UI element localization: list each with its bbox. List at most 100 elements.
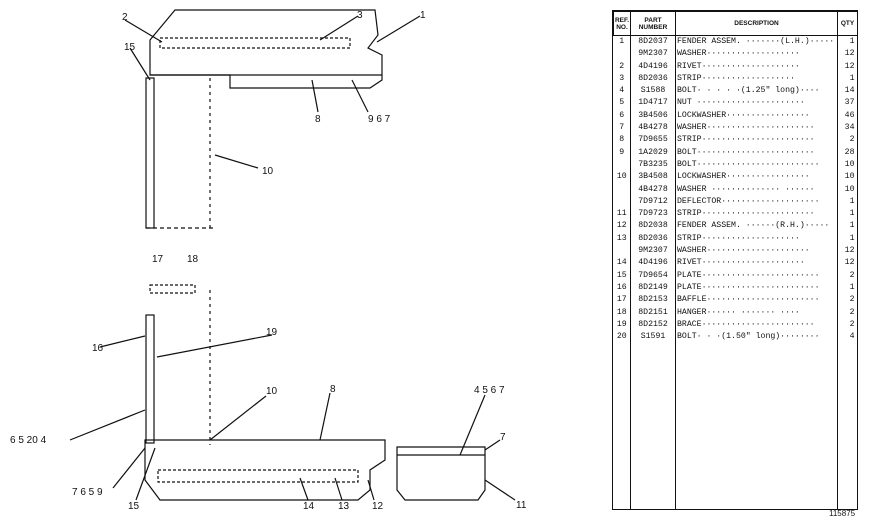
cell-qty: 28	[837, 146, 858, 159]
cell-ref: 17	[613, 294, 631, 307]
cell-desc: LOCKWASHER·················	[677, 110, 810, 120]
callout-19: 19	[266, 327, 278, 338]
header-ref-no: REF. NO.	[613, 11, 631, 36]
cell-ref: 1	[613, 35, 631, 49]
callout-7-6-5-9: 7 6 5 9	[72, 487, 103, 498]
cell-qty: 14	[837, 85, 858, 98]
callout-12: 12	[372, 501, 384, 512]
cell-desc: WASHER·····················	[677, 246, 810, 256]
callout-17: 17	[152, 254, 164, 265]
cell-desc: NUT ······················	[677, 98, 805, 108]
cell-desc: STRIP·······················	[677, 209, 815, 219]
callout-13: 13	[338, 501, 350, 512]
cell-part: 8D2037	[630, 35, 676, 49]
cell-part: 8D2036	[630, 72, 676, 86]
exploded-view-diagram: 1 2 3 15 8 9 6 7 10 17 18 19 16 6 5 20 4…	[10, 9, 527, 512]
cell-qty: 12	[837, 60, 858, 73]
cell-ref: 2	[613, 60, 631, 73]
cell-desc: DEFLECTOR····················	[677, 196, 820, 206]
cell-part: 8D2038	[630, 220, 676, 233]
cell-qty: 2	[837, 318, 858, 332]
cell-part: S1588	[630, 85, 676, 98]
cell-desc: BAFFLE·······················	[677, 295, 820, 305]
cell-ref: 16	[613, 281, 631, 295]
cell-ref: 10	[613, 171, 631, 184]
cell-qty: 4	[837, 331, 858, 344]
cell-qty: 1	[837, 195, 858, 209]
cell-desc: RIVET·····················	[677, 258, 805, 268]
upper-fender-outline	[149, 9, 383, 89]
cell-part: 7B3235	[630, 158, 676, 172]
cell-ref	[613, 195, 631, 209]
cell-qty: 46	[837, 109, 858, 123]
cell-qty: 10	[837, 183, 858, 196]
cell-part: 8D2152	[630, 318, 676, 332]
cell-qty: 12	[837, 257, 858, 270]
cell-part: 4D4196	[630, 60, 676, 73]
callout-15-upper: 15	[124, 42, 136, 53]
cell-desc: BOLT·························	[677, 159, 820, 169]
cell-part: 9M2307	[630, 245, 676, 258]
cell-desc: PLATE························	[677, 270, 820, 280]
plate-number: 115875	[829, 509, 856, 518]
lower-plate	[145, 314, 155, 444]
cell-desc: WASHER···················	[677, 49, 800, 59]
cell-desc: STRIP·······················	[677, 135, 815, 145]
callout-4-5-6-7: 4 5 6 7	[474, 385, 505, 396]
cell-ref: 13	[613, 232, 631, 246]
cell-desc: FENDER ASSEM. ·······(L.H.)·····	[677, 37, 835, 46]
cell-ref	[613, 158, 631, 172]
cell-part: 4B4278	[630, 122, 676, 135]
table-row: 9M2307 WASHER·····················12	[613, 245, 858, 258]
cell-part: 7D9712	[630, 195, 676, 209]
cell-ref: 5	[613, 97, 631, 110]
header-part-number: PART NUMBER	[630, 11, 676, 36]
cell-ref: 19	[613, 318, 631, 332]
side-plate	[396, 446, 486, 501]
callout-8-upper: 8	[315, 114, 321, 125]
cell-ref: 15	[613, 269, 631, 282]
cell-ref	[613, 245, 631, 258]
cell-qty: 2	[837, 294, 858, 307]
callout-8-lower: 8	[330, 384, 336, 395]
callout-10-upper: 10	[262, 166, 274, 177]
callout-10-lower: 10	[266, 386, 278, 397]
cell-desc: HANGER······ ······· ····	[677, 307, 800, 317]
cell-part: 9M2307	[630, 48, 676, 61]
cell-ref: 6	[613, 109, 631, 123]
cell-ref: 9	[613, 146, 631, 159]
cell-ref: 8	[613, 134, 631, 147]
callout-9-6-7: 9 6 7	[368, 114, 391, 125]
cell-ref: 3	[613, 72, 631, 86]
cell-qty: 10	[837, 158, 858, 172]
cell-ref: 11	[613, 208, 631, 221]
cell-qty: 1	[837, 208, 858, 221]
cell-ref: 14	[613, 257, 631, 270]
table-header-row: REF. NO. PART NUMBER DESCRIPTION QTY	[613, 11, 858, 36]
header-qty: QTY	[837, 11, 858, 36]
cell-qty: 1	[837, 281, 858, 295]
header-description: DESCRIPTION	[675, 11, 838, 36]
cell-ref: 20	[613, 331, 631, 344]
cell-part: 4D4196	[630, 257, 676, 270]
callout-2: 2	[122, 12, 128, 23]
callout-15-lower: 15	[128, 501, 140, 512]
cell-part: 1D4717	[630, 97, 676, 110]
upper-plate	[145, 77, 155, 229]
cell-part: 1A2029	[630, 146, 676, 159]
cell-desc: LOCKWASHER·················	[677, 172, 810, 182]
